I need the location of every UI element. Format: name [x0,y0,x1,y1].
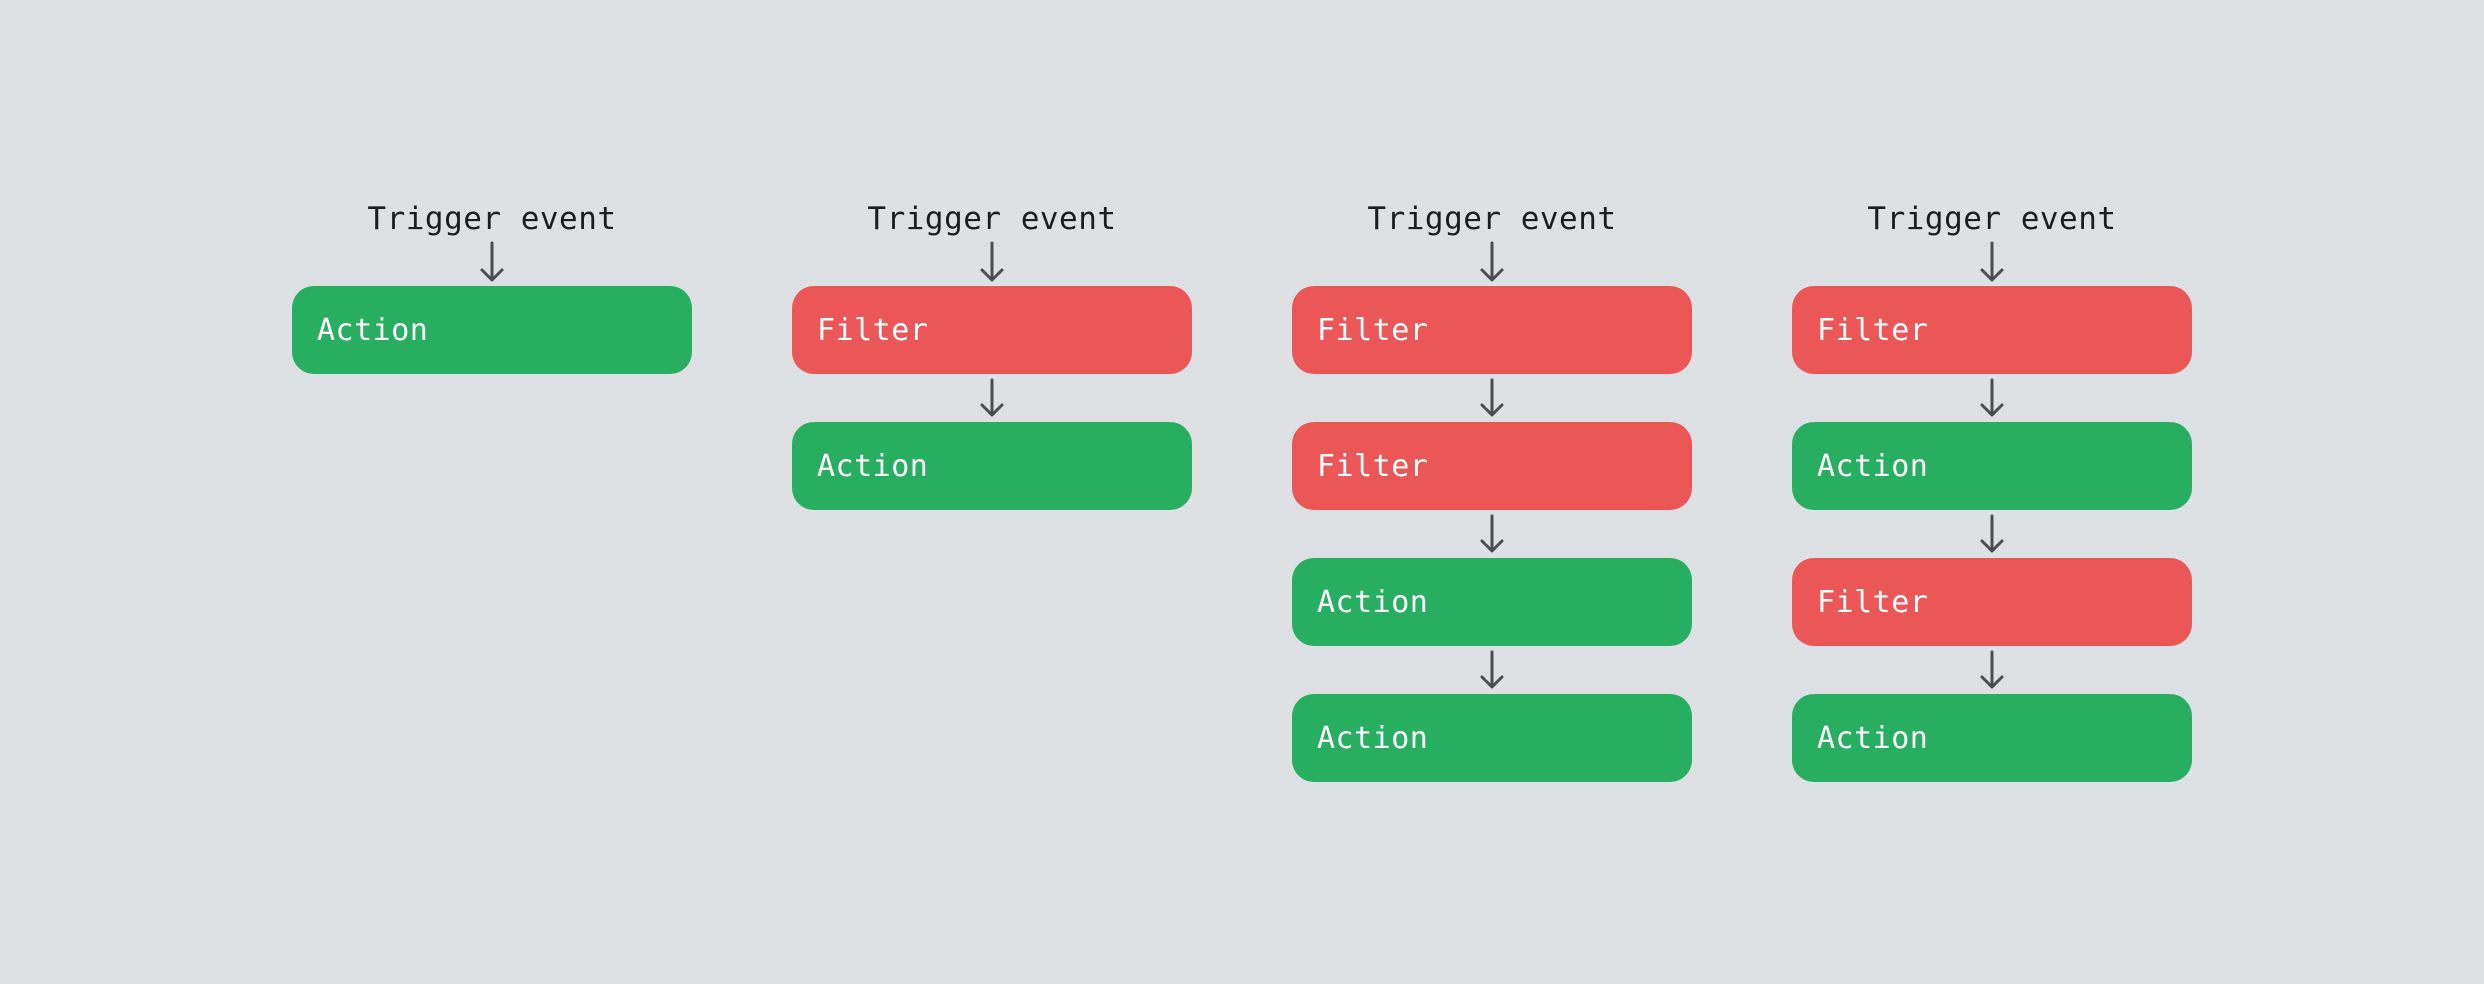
trigger-event-label: Trigger event [867,201,1117,237]
flow-1: Trigger event Action [292,197,692,374]
filter-step: Filter [1792,558,2192,646]
filter-step-label: Filter [817,312,929,348]
filter-step: Filter [1292,286,1692,374]
flow-4: Trigger event Filter Action Filter Actio… [1792,197,2192,782]
action-step: Action [792,422,1192,510]
arrow-down-icon [1472,646,1512,694]
filter-step-label: Filter [1317,312,1429,348]
arrow-down-icon [972,374,1012,422]
arrow-down-icon [1972,510,2012,558]
flow-2: Trigger event Filter Action [792,197,1192,510]
filter-step: Filter [1292,422,1692,510]
action-step: Action [292,286,692,374]
arrow-down-icon [1472,374,1512,422]
arrow-down-icon [1472,241,1512,286]
trigger-event-label: Trigger event [1367,201,1617,237]
action-step-label: Action [817,448,929,484]
action-step-label: Action [317,312,429,348]
filter-step-label: Filter [1817,584,1929,620]
action-step-label: Action [1817,448,1929,484]
action-step-label: Action [1817,720,1929,756]
filter-step: Filter [792,286,1192,374]
action-step: Action [1292,694,1692,782]
action-step-label: Action [1317,720,1429,756]
trigger-event-label: Trigger event [1867,201,2117,237]
filter-step-label: Filter [1317,448,1429,484]
filter-step-label: Filter [1817,312,1929,348]
arrow-down-icon [1472,510,1512,558]
trigger-event-label: Trigger event [367,201,617,237]
arrow-down-icon [472,241,512,286]
arrow-down-icon [972,241,1012,286]
action-step: Action [1792,422,2192,510]
arrow-down-icon [1972,646,2012,694]
arrow-down-icon [1972,374,2012,422]
action-step: Action [1292,558,1692,646]
arrow-down-icon [1972,241,2012,286]
action-step-label: Action [1317,584,1429,620]
filter-step: Filter [1792,286,2192,374]
action-step: Action [1792,694,2192,782]
flow-3: Trigger event Filter Filter Action Actio… [1292,197,1692,782]
